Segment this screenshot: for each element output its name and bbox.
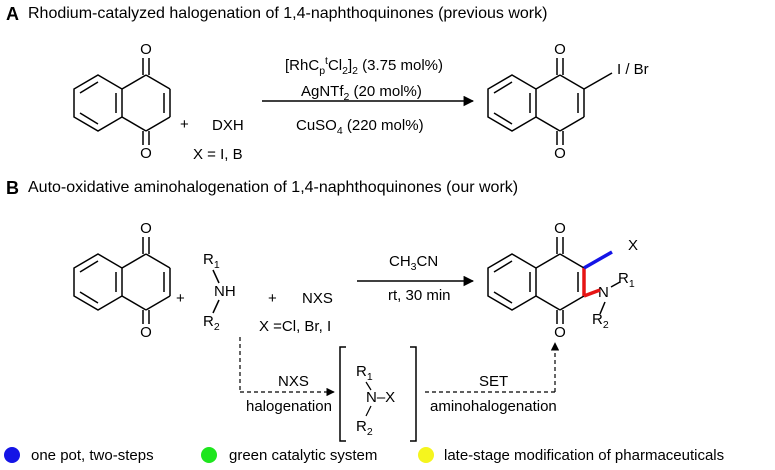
step2-label: aminohalogenation bbox=[430, 398, 557, 415]
step1-label: halogenation bbox=[246, 398, 332, 415]
amine-r2: R2 bbox=[203, 313, 220, 333]
condition-time: rt, 30 min bbox=[388, 287, 451, 304]
intermediate-nx: N–X bbox=[366, 389, 396, 406]
reagent-x-definition: X = I, B bbox=[193, 146, 243, 163]
section-a-title: Rhodium-catalyzed halogenation of 1,4-na… bbox=[28, 5, 548, 22]
step2-reagent: SET bbox=[479, 373, 509, 390]
reagent-dxh: DXH bbox=[212, 117, 244, 134]
oxygen-label: O bbox=[554, 220, 566, 237]
oxygen-label: O bbox=[140, 220, 152, 237]
legend-dot-yellow bbox=[418, 447, 434, 463]
product-a-structure bbox=[487, 58, 613, 145]
legend-dot-blue bbox=[4, 447, 20, 463]
product-b-x: X bbox=[628, 237, 639, 254]
amine-r1: R1 bbox=[203, 251, 220, 271]
stepwise-pathway bbox=[239, 337, 560, 397]
x-definition: X =Cl, Br, I bbox=[259, 318, 332, 335]
product-b-r1: R1 bbox=[618, 270, 635, 290]
plus-sign-b2: + bbox=[268, 290, 277, 307]
product-b-r2: R2 bbox=[592, 311, 609, 331]
legend-label-green-catalytic: green catalytic system bbox=[229, 447, 378, 464]
naphthoquinone-a-structure bbox=[73, 58, 171, 145]
legend-label-one-pot: one pot, two-steps bbox=[31, 447, 154, 464]
condition-copper-sulfate: CuSO4 (220 mol%) bbox=[296, 117, 424, 137]
amine-nh: NH bbox=[214, 283, 236, 300]
section-a-letter: A bbox=[6, 4, 19, 24]
oxygen-label: O bbox=[554, 41, 566, 58]
reagent-nxs: NXS bbox=[302, 290, 333, 307]
naphthoquinone-b-structure bbox=[73, 237, 171, 324]
condition-silver-salt: AgNTf2 (20 mol%) bbox=[301, 83, 422, 103]
condition-rh-catalyst: [RhCptCl2]2 (3.75 mol%) bbox=[285, 55, 444, 77]
product-b-structure bbox=[487, 237, 621, 324]
oxygen-label: O bbox=[554, 145, 566, 162]
intermediate-r2: R2 bbox=[356, 418, 373, 438]
oxygen-label: O bbox=[554, 324, 566, 341]
plus-sign-a: + bbox=[180, 116, 189, 133]
intermediate-brackets bbox=[339, 346, 417, 442]
legend-label-late-stage: late-stage modification of pharmaceutica… bbox=[444, 447, 725, 464]
step1-reagent: NXS bbox=[278, 373, 309, 390]
condition-solvent: CH3CN bbox=[389, 253, 439, 273]
section-b-letter: B bbox=[6, 178, 19, 198]
intermediate-r1: R1 bbox=[356, 363, 373, 383]
amine-bonds bbox=[212, 269, 220, 314]
plus-sign-b1: + bbox=[176, 290, 185, 307]
section-b-title: Auto-oxidative aminohalogenation of 1,4-… bbox=[28, 179, 519, 196]
c-n-bond-highlight-red bbox=[583, 288, 601, 298]
oxygen-label: O bbox=[140, 324, 152, 341]
oxygen-label: O bbox=[140, 145, 152, 162]
intermediate-bonds bbox=[365, 381, 372, 417]
legend-dot-green bbox=[201, 447, 217, 463]
c-x-bond-highlight-blue bbox=[583, 250, 613, 270]
product-a-substituent: I / Br bbox=[617, 61, 649, 78]
oxygen-label: O bbox=[140, 41, 152, 58]
product-b-n: N bbox=[598, 284, 609, 301]
